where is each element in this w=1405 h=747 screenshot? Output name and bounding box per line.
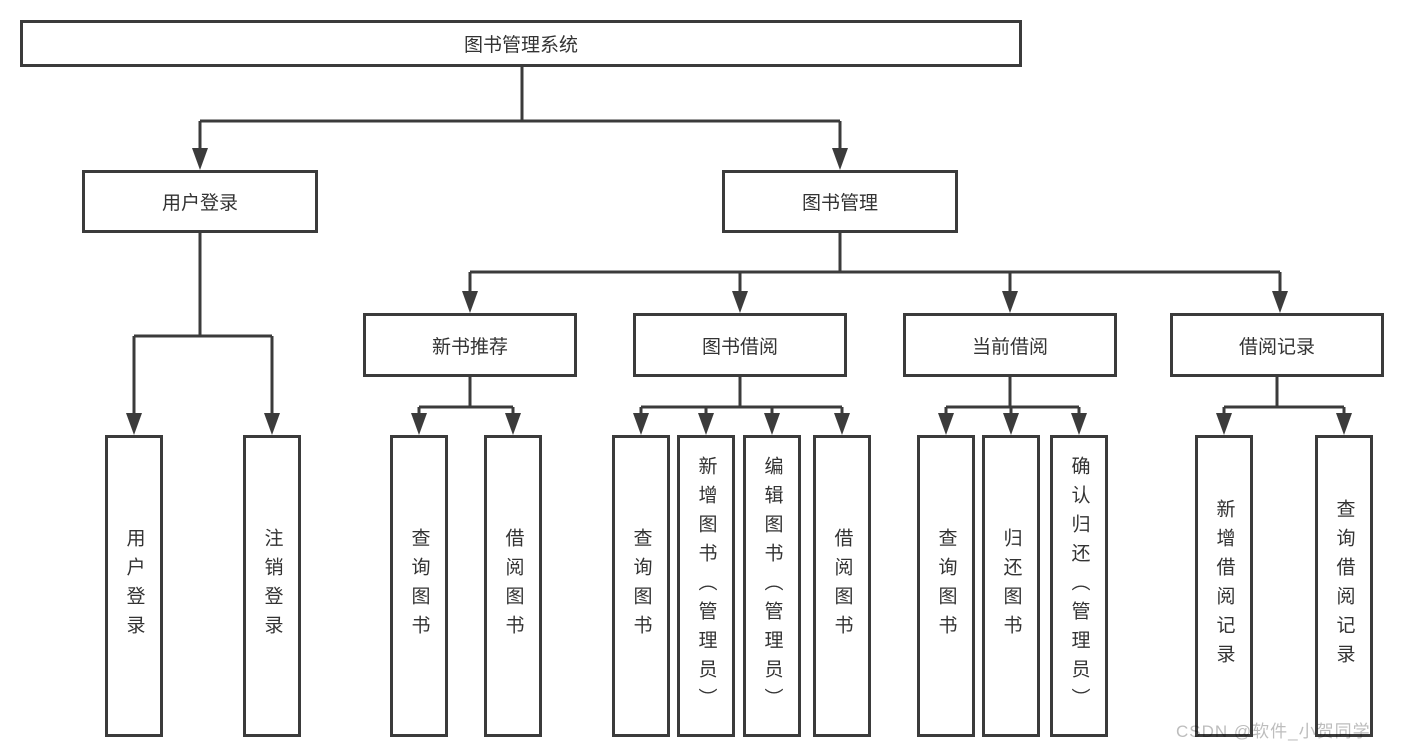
- node-current-borrow: 当前借阅: [903, 313, 1117, 377]
- node-book-borrow: 图书借阅: [633, 313, 847, 377]
- node-user-login: 用户登录: [82, 170, 318, 233]
- node-book-management: 图书管理: [722, 170, 958, 233]
- leaf-borrow-books-recommend: 借阅图书: [484, 435, 542, 737]
- leaf-confirm-return-admin: 确认归还（管理员）: [1050, 435, 1108, 737]
- leaf-query-borrow-record: 查询借阅记录: [1315, 435, 1373, 737]
- node-label: 查询图书: [935, 528, 957, 644]
- node-label: 新书推荐: [431, 336, 508, 358]
- node-root-library-system: 图书管理系统: [20, 20, 1022, 67]
- node-borrow-records: 借阅记录: [1170, 313, 1384, 377]
- csdn-watermark: CSDN @软件_小贺同学: [1176, 722, 1371, 741]
- leaf-query-books-current: 查询图书: [917, 435, 975, 737]
- leaf-return-books: 归还图书: [982, 435, 1040, 737]
- leaf-logout-login: 注销登录: [243, 435, 301, 737]
- node-label: 图书管理: [801, 193, 878, 214]
- node-label: 图书管理系统: [463, 35, 578, 56]
- node-label: 图书借阅: [701, 336, 778, 358]
- leaf-add-borrow-record: 新增借阅记录: [1195, 435, 1253, 737]
- node-label: 当前借阅: [971, 336, 1048, 358]
- leaf-query-books-borrow: 查询图书: [612, 435, 670, 737]
- node-label: 查询借阅记录: [1333, 499, 1355, 673]
- node-label: 确认归还（管理员）: [1068, 455, 1090, 717]
- node-label: 编辑图书（管理员）: [761, 455, 783, 717]
- leaf-user-login: 用户登录: [105, 435, 163, 737]
- node-new-book-recommend: 新书推荐: [363, 313, 577, 377]
- node-label: 注销登录: [261, 528, 283, 644]
- node-label: 查询图书: [630, 528, 652, 644]
- node-label: 借阅记录: [1238, 336, 1315, 358]
- node-label: 新增图书（管理员）: [695, 455, 717, 717]
- leaf-edit-books-admin: 编辑图书（管理员）: [743, 435, 801, 737]
- node-label: 用户登录: [161, 193, 238, 214]
- node-label: 新增借阅记录: [1213, 499, 1235, 673]
- node-label: 查询图书: [408, 528, 430, 644]
- leaf-add-books-admin: 新增图书（管理员）: [677, 435, 735, 737]
- leaf-borrow-books: 借阅图书: [813, 435, 871, 737]
- node-label: 用户登录: [123, 528, 145, 644]
- node-label: 归还图书: [1000, 528, 1022, 644]
- node-label: 借阅图书: [831, 528, 853, 644]
- node-label: 借阅图书: [502, 528, 524, 644]
- leaf-query-books-recommend: 查询图书: [390, 435, 448, 737]
